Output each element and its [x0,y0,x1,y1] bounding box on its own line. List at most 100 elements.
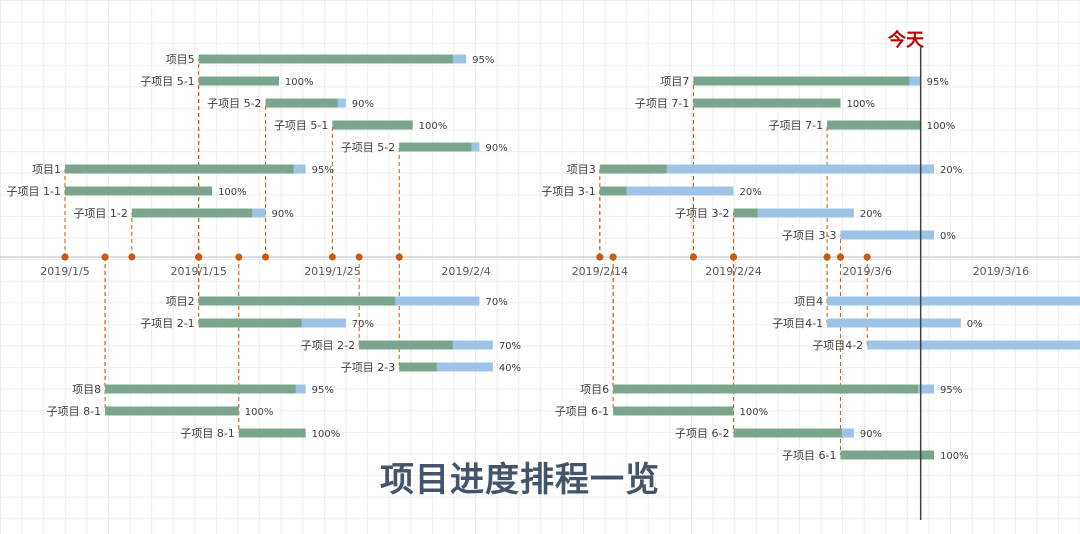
task-bar-remaining [840,230,935,240]
task-label: 项目4 [794,295,823,308]
task-percent: 95% [472,55,494,66]
task-bar-progress [105,384,296,394]
task-bar-remaining [599,186,734,196]
task-bar-remaining [599,164,935,174]
milestone-dot [596,253,604,261]
task-percent: 100% [419,121,448,132]
task-label: 项目5 [166,53,195,66]
task-percent: 100% [740,407,769,418]
task-bar-progress [265,98,338,108]
task-percent: 100% [846,99,875,110]
axis-tick-label: 2019/2/14 [572,265,628,278]
task-label: 子项目 1-2 [73,207,127,220]
task-label: 子项目 5-1 [140,75,194,88]
task-percent: 100% [218,187,247,198]
task-label: 子项目 1-1 [7,185,61,198]
task-label: 子项目 5-2 [341,141,395,154]
task-label: 子项目 2-3 [341,361,395,374]
task-percent: 100% [940,451,969,462]
task-label: 子项目 5-2 [207,97,261,110]
task-label: 项目8 [72,383,101,396]
chart-title: 项目进度排程一览 [380,460,660,500]
task-bar-progress [733,428,842,438]
task-label: 子项目 7-1 [769,119,823,132]
task-percent: 95% [927,77,949,88]
task-label: 子项目 3-3 [782,229,836,242]
task-percent: 100% [285,77,314,88]
task-label: 项目7 [660,75,689,88]
task-label: 子项目 7-1 [635,97,689,110]
task-bar-remaining [733,208,854,218]
milestone-dot [836,253,844,261]
task-bar-progress [599,164,667,174]
task-label: 项目1 [32,163,61,176]
task-label: 项目2 [166,295,195,308]
milestone-dot [61,253,69,261]
task-bar-progress [198,296,396,306]
axis-tick-label: 2019/1/25 [304,265,360,278]
task-percent: 40% [499,363,521,374]
task-label: 子项目 2-1 [140,317,194,330]
milestone-dot [863,253,871,261]
task-percent: 90% [272,209,294,220]
task-bar-progress [332,120,413,130]
task-label: 子项目4-2 [812,339,863,352]
task-percent: 90% [860,429,882,440]
task-bar-progress [65,164,294,174]
task-bar-progress [399,142,472,152]
task-percent: 20% [740,187,762,198]
task-bar-progress [613,384,919,394]
task-percent: 95% [312,165,334,176]
axis-tick-label: 2019/1/5 [40,265,89,278]
task-percent: 0% [940,231,956,242]
task-label: 子项目 6-1 [782,449,836,462]
milestone-dot [730,253,737,261]
task-percent: 70% [499,341,521,352]
task-percent: 70% [485,297,507,308]
task-percent: 90% [485,143,507,154]
milestone-dot [128,253,136,261]
task-percent: 100% [245,407,274,418]
task-bar-remaining [867,340,1080,350]
task-percent: 95% [312,385,334,396]
task-label: 子项目 8-1 [180,427,234,440]
task-bar-progress [599,186,627,196]
task-bar-progress [613,406,734,416]
task-bar-remaining [399,362,493,372]
axis-tick-label: 2019/2/24 [705,265,761,278]
task-label: 项目6 [580,383,609,396]
task-bar-progress [131,208,253,218]
today-label: 今天 [888,30,924,51]
task-bar-progress [827,120,921,130]
task-bar-progress [65,186,213,196]
task-bar-progress [840,450,935,460]
milestone-dot [823,253,831,261]
task-percent: 70% [352,319,374,330]
axis-tick-label: 2019/2/4 [441,265,490,278]
task-label: 子项目 5-1 [274,119,328,132]
task-label: 项目3 [567,163,596,176]
task-percent: 95% [940,385,962,396]
task-percent: 100% [927,121,956,132]
task-label: 子项目 3-1 [541,185,595,198]
task-percent: 100% [312,429,341,440]
task-bar-progress [198,318,302,328]
task-label: 子项目 6-1 [555,405,609,418]
task-bar-progress [198,76,279,86]
task-percent: 20% [860,209,882,220]
task-label: 子项目 3-2 [675,207,729,220]
task-bar-progress [105,406,239,416]
milestone-dot [355,253,363,261]
task-percent: 90% [352,99,374,110]
task-bar-remaining [827,318,961,328]
milestone-dot [262,253,270,261]
task-bar-progress [198,54,453,64]
task-bar-progress [359,340,453,350]
task-label: 子项目 6-2 [675,427,729,440]
task-bar-progress [238,428,306,438]
task-bar-progress [733,208,758,218]
milestone-dot [101,253,109,261]
task-bar-remaining [827,296,1080,306]
